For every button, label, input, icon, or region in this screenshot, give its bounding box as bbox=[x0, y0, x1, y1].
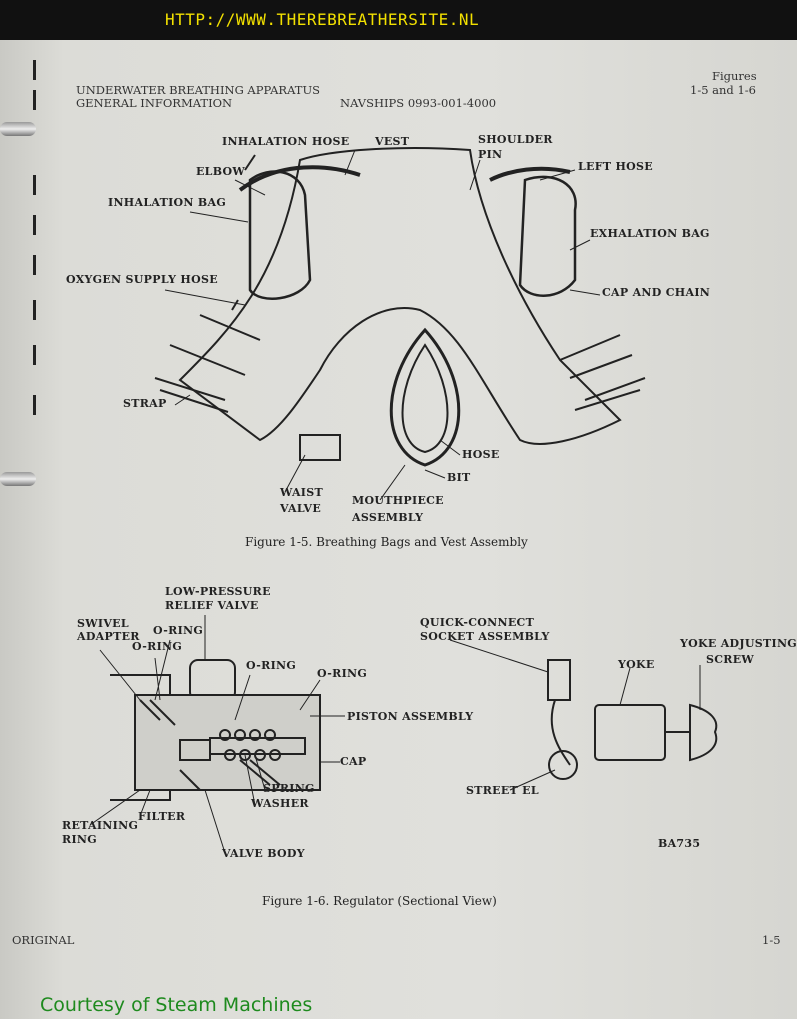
label-mouthpiece: MOUTHPIECE bbox=[352, 494, 444, 507]
binder-mark bbox=[33, 300, 36, 320]
drawing-id: BA735 bbox=[658, 837, 701, 850]
label-lp-relief: LOW-PRESSURE bbox=[165, 585, 271, 598]
binder-mark bbox=[33, 90, 36, 110]
label-inhalation-hose: INHALATION HOSE bbox=[222, 135, 350, 148]
label-left-hose: LEFT HOSE bbox=[578, 160, 653, 173]
footer-original: ORIGINAL bbox=[12, 933, 75, 947]
label-strap: STRAP bbox=[123, 397, 167, 410]
label-bit: BIT bbox=[447, 471, 471, 484]
label-waist-valve: WAIST bbox=[280, 486, 323, 499]
label-yoke-adjusting-screw: YOKE ADJUSTING bbox=[680, 637, 797, 650]
label-washer: WASHER bbox=[251, 797, 309, 810]
label-swivel-adapter-2: ADAPTER bbox=[77, 630, 140, 643]
label-swivel-adapter: SWIVEL bbox=[77, 617, 129, 630]
label-yoke-adjusting-screw-2: SCREW bbox=[706, 653, 755, 666]
label-street-el: STREET EL bbox=[466, 784, 539, 797]
binder-ring bbox=[0, 472, 36, 486]
label-hose: HOSE bbox=[462, 448, 500, 461]
binder-mark bbox=[33, 215, 36, 235]
label-exhalation-bag: EXHALATION BAG bbox=[590, 227, 710, 240]
label-mouthpiece-2: ASSEMBLY bbox=[352, 511, 424, 524]
binder-mark bbox=[33, 60, 36, 80]
binder-ring bbox=[0, 122, 36, 136]
label-inhalation-bag: INHALATION BAG bbox=[108, 196, 227, 209]
binder-mark bbox=[33, 175, 36, 195]
regulator-drawing bbox=[110, 659, 321, 801]
yoke-drawing bbox=[547, 659, 718, 780]
label-oxygen-supply-hose: OXYGEN SUPPLY HOSE bbox=[66, 273, 218, 286]
label-cap-and-chain: CAP AND CHAIN bbox=[602, 286, 711, 299]
figures-range: 1-5 and 1-6 bbox=[690, 83, 756, 97]
label-shoulder-pin: SHOULDER bbox=[478, 133, 553, 146]
label-o-ring: O-RING bbox=[132, 640, 183, 653]
figure-1-6-caption: Figure 1-6. Regulator (Sectional View) bbox=[262, 894, 497, 908]
figure-1-5-caption: Figure 1-5. Breathing Bags and Vest Asse… bbox=[245, 535, 528, 549]
figures-label: Figures bbox=[712, 69, 757, 83]
label-waist-valve-2: VALVE bbox=[280, 502, 322, 515]
label-yoke: YOKE bbox=[618, 658, 655, 671]
label-vest: VEST bbox=[375, 135, 410, 148]
label-valve-body: VALVE BODY bbox=[222, 847, 305, 860]
label-filter: FILTER bbox=[138, 810, 186, 823]
binder-mark bbox=[33, 345, 36, 365]
binder-mark bbox=[33, 395, 36, 415]
label-piston-assembly: PISTON ASSEMBLY bbox=[347, 710, 474, 723]
document-page bbox=[0, 36, 797, 1019]
doc-number: NAVSHIPS 0993-001-4000 bbox=[340, 96, 497, 110]
label-quick-connect-2: SOCKET ASSEMBLY bbox=[420, 630, 550, 643]
label-quick-connect: QUICK-CONNECT bbox=[420, 616, 535, 629]
label-retaining-ring-2: RING bbox=[62, 833, 97, 846]
label-cap: CAP bbox=[340, 755, 367, 768]
label-elbow: ELBOW bbox=[196, 165, 246, 178]
doc-title: UNDERWATER BREATHING APPARATUS bbox=[76, 83, 321, 97]
vest-assembly-drawing bbox=[154, 147, 646, 467]
label-o-ring: O-RING bbox=[246, 659, 297, 672]
label-o-ring: O-RING bbox=[153, 624, 204, 637]
site-url: HTTP://WWW.THEREBREATHERSITE.NL bbox=[165, 10, 480, 29]
label-o-ring: O-RING bbox=[317, 667, 368, 680]
courtesy-credit: Courtesy of Steam Machines bbox=[40, 994, 313, 1016]
page-number: 1-5 bbox=[762, 933, 781, 947]
label-retaining-ring: RETAINING bbox=[62, 819, 139, 832]
label-spring: SPRING bbox=[263, 782, 315, 795]
site-banner: HTTP://WWW.THEREBREATHERSITE.NL bbox=[0, 0, 797, 40]
leader-lines bbox=[89, 149, 701, 854]
doc-subtitle: GENERAL INFORMATION bbox=[76, 96, 233, 110]
label-shoulder-pin-2: PIN bbox=[478, 148, 503, 161]
binder-mark bbox=[33, 255, 36, 275]
label-lp-relief-2: RELIEF VALVE bbox=[165, 599, 259, 612]
